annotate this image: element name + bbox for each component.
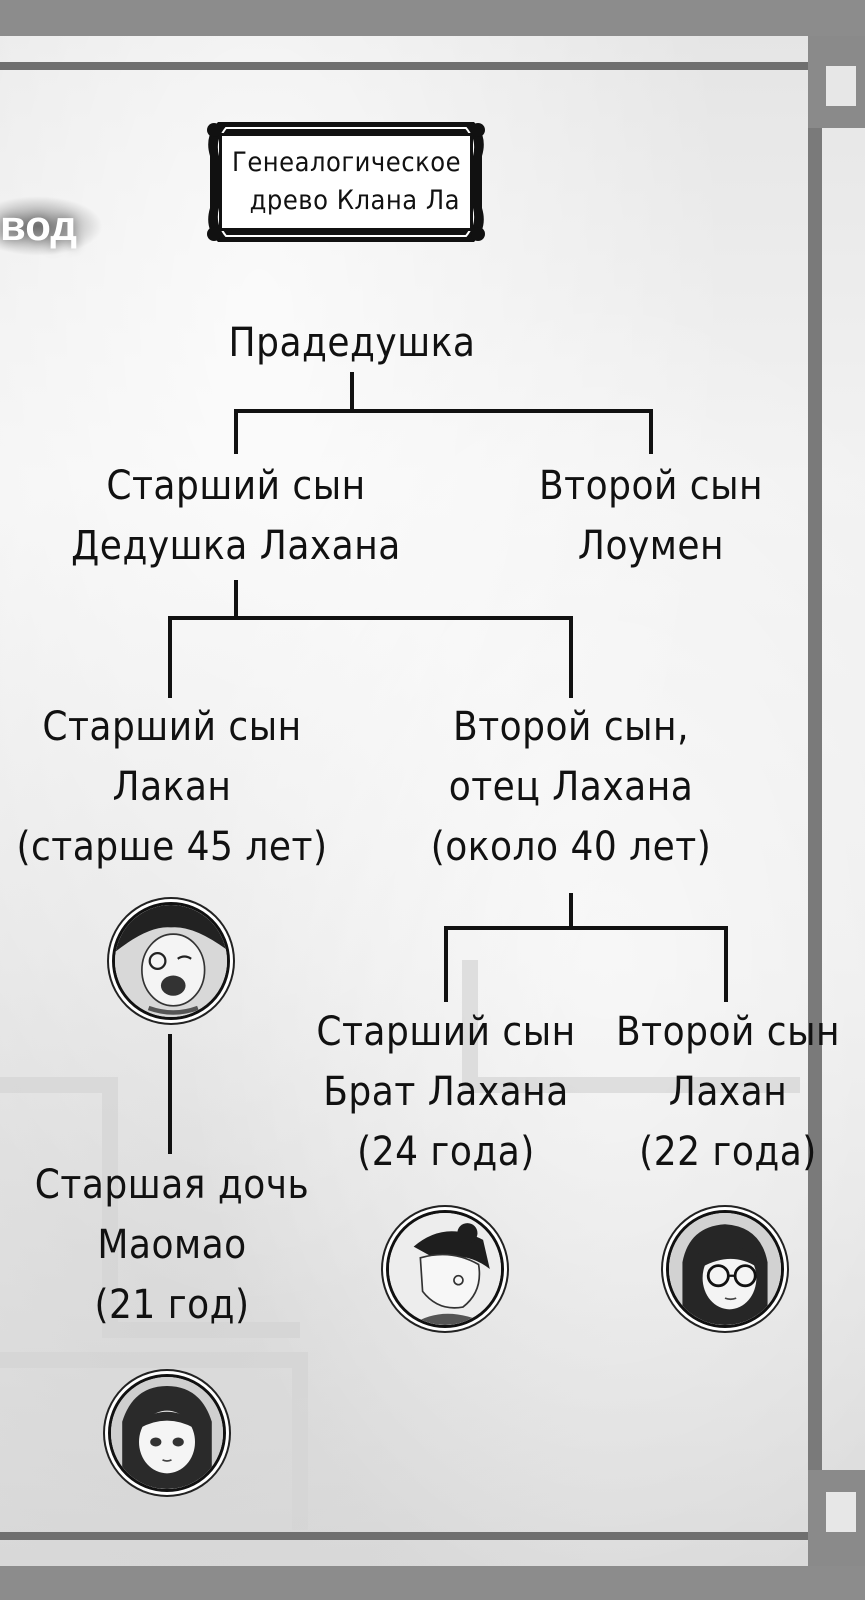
node-lahan-brother: Старший сын Брат Лахана (24 года) [316,1002,575,1182]
avatar-lakan [112,902,230,1020]
node-line: Дедушка Лахана [71,523,401,569]
node-line: Старшая дочь [34,1162,310,1208]
connector-gen1 [168,580,573,698]
avatar-lahan [666,1210,784,1328]
node-line: Старший сын [42,704,302,750]
node-line: (24 года) [357,1129,535,1175]
portrait-maomao-icon [111,1377,223,1489]
node-line: отец Лахана [448,764,694,810]
title-line-2: древо Клана Ла [249,185,460,216]
connector-gen2 [444,893,728,1002]
node-line: (около 40 лет) [430,824,712,870]
node-lahan: Второй сын Лахан (22 года) [616,1002,840,1182]
node-line: Лоумен [577,523,725,569]
node-line: Лакан [112,764,232,810]
node-line: Второй сын, [453,704,689,750]
node-maomao: Старшая дочь Маомао (21 год) [35,1155,309,1335]
node-line: Второй сын [538,463,764,509]
avatar-lahan-brother [386,1210,504,1328]
avatar-maomao [108,1374,226,1492]
node-second-son-gen1: Второй сын Лоумен [539,456,763,576]
node-eldest-son-gen1: Старший сын Дедушка Лахана [71,456,401,576]
portrait-lahan-brother-icon [389,1213,501,1325]
node-line: (старше 45 лет) [16,824,328,870]
portrait-lakan-icon [115,905,227,1017]
node-line: Старший сын [316,1009,576,1055]
node-line: (21 год) [94,1282,250,1328]
node-line: Второй сын [615,1009,841,1055]
node-great-grandfather: Прадедушка [229,313,476,373]
portrait-lahan-icon [669,1213,781,1325]
node-line: Старший сын [106,463,366,509]
connector-gen0 [234,372,653,454]
watermark-text: вод [0,196,104,256]
title-line-1: Генеалогическое [232,147,462,178]
node-line: Маомао [97,1222,247,1268]
node-lahan-father: Второй сын, отец Лахана (около 40 лет) [431,697,712,877]
title-plaque: Генеалогическое древо Клана Ла [204,116,488,248]
title-panel: Генеалогическое древо Клана Ла [219,133,473,231]
node-lakan: Старший сын Лакан (старше 45 лет) [16,697,327,877]
node-line: Прадедушка [228,320,476,366]
node-line: Лахан [668,1069,788,1115]
node-line: Брат Лахана [323,1069,569,1115]
node-line: (22 года) [639,1129,817,1175]
